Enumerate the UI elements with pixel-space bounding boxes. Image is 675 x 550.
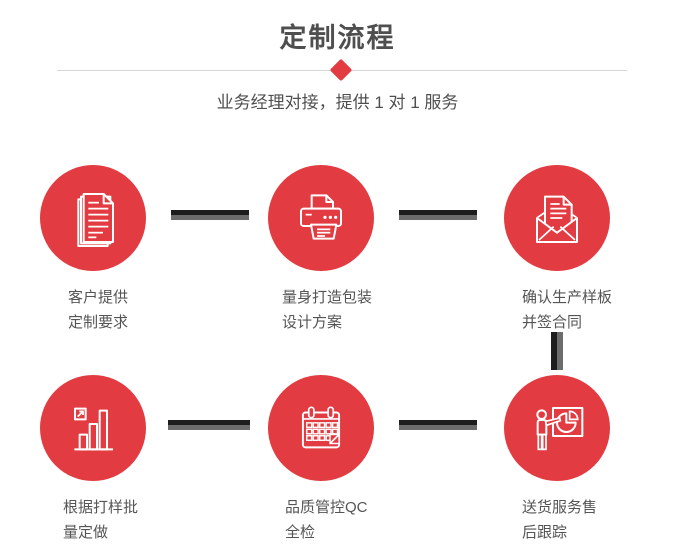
step-circle [40,375,146,481]
step-circle [40,165,146,271]
step-batch-production: 根据打样批 量定做 [40,375,146,541]
connector-step5-step6 [399,420,477,430]
step-label-line: 确认生产样板 [522,289,613,306]
step-label-line: 量身打造包装 [282,289,373,306]
step-quality-control: 品质管控QC 全检 [268,375,374,541]
step-label: 确认生产样板 并签合同 [522,285,612,335]
step-label: 根据打样批 量定做 [63,495,138,545]
bar-chart-icon [74,407,113,451]
step-label-line: 全检 [285,524,316,541]
step-label: 量身打造包装 设计方案 [282,285,372,335]
step-label-line: 根据打样批 [63,499,139,516]
step-label: 品质管控QC 全检 [285,495,368,545]
step-label-line: 送货服务售 [522,499,598,516]
step-label-line: 后跟踪 [522,524,568,541]
step-label-line: 设计方案 [282,314,343,331]
step-circle [268,165,374,271]
step-packaging-design: 量身打造包装 设计方案 [268,165,374,331]
step-label: 客户提供 定制要求 [68,285,128,335]
diamond-accent-icon [329,58,353,82]
page-title: 定制流程 [279,23,396,53]
connector-step2-step3 [399,210,477,220]
step-circle [504,375,610,481]
step-label-line: 定制要求 [68,314,129,331]
step-label: 送货服务售 后跟踪 [522,495,597,545]
step-customer-requirements: 客户提供 定制要求 [40,165,146,331]
subtitle: 业务经理对接，提供 1 对 1 服务 [216,93,459,112]
step-delivery-aftersales: 送货服务售 后跟踪 [504,375,610,541]
step-label-line: 量定做 [63,524,109,541]
connector-step1-step2 [171,210,249,220]
step-label-line: 客户提供 [68,289,129,306]
step-label-line: 并签合同 [522,314,583,331]
step-sample-confirmation: 确认生产样板 并签合同 [504,165,612,331]
step-label-line: 品质管控QC [285,499,368,516]
step-circle [268,375,374,481]
presentation-icon [536,407,584,451]
printer-icon [300,194,342,240]
connector-step4-step5 [168,420,250,430]
documents-icon [77,193,114,247]
envelope-icon [536,195,578,243]
connector-step3-step6 [551,332,563,370]
calendar-icon [301,406,341,449]
step-circle [504,165,610,271]
